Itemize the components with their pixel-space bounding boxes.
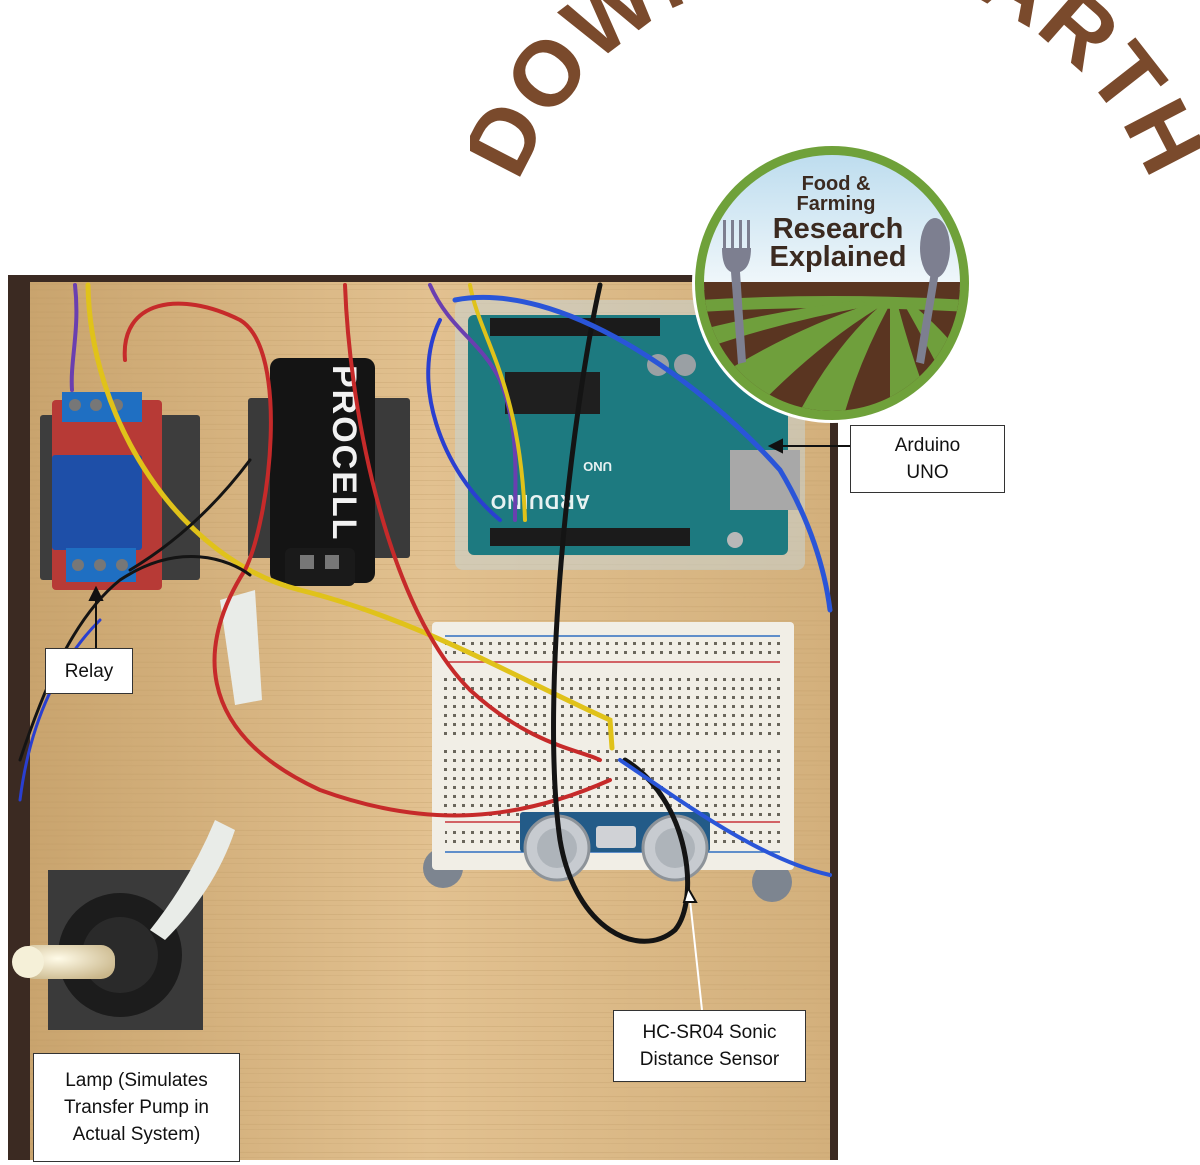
arduino-callout-line-2: UNO [906, 462, 949, 483]
down-to-earth-logo: DOWN TO EARTH Food & Farming [470, 0, 1200, 423]
sensor-callout-line-1: HC-SR04 Sonic [642, 1022, 777, 1043]
battery-brand-text: PROCELL [325, 365, 363, 541]
lamp-callout-line-1: Lamp (Simulates [65, 1070, 208, 1091]
spoon-icon [916, 218, 950, 364]
breadboard [423, 622, 794, 902]
sensor-callout: HC-SR04 Sonic Distance Sensor [613, 1010, 806, 1082]
logo-line-4: Explained [770, 241, 907, 273]
logo-badge: Food & Farming Research Explained [692, 143, 972, 423]
arduino-model-text: UNO [583, 459, 612, 474]
callout-arrows [88, 438, 850, 1011]
lamp-callout: Lamp (Simulates Transfer Pump in Actual … [33, 1053, 240, 1162]
fork-icon [722, 220, 751, 364]
relay-callout: Relay [45, 648, 133, 694]
arduino-label-text: ARDUINO [490, 490, 590, 512]
lamp-callout-line-2: Transfer Pump in [63, 1097, 209, 1118]
arduino-callout-line-1: Arduino [894, 435, 961, 456]
relay-callout-line-1: Relay [64, 660, 114, 682]
logo-line-3: Research [773, 213, 904, 245]
logo-line-1: Food & [802, 173, 871, 195]
lamp [12, 590, 262, 1030]
arduino-callout: Arduino UNO [850, 425, 1005, 493]
battery: PROCELL [248, 358, 410, 586]
logo-line-2: Farming [797, 193, 876, 215]
wires [18, 282, 833, 944]
sensor-callout-line-2: Distance Sensor [639, 1049, 780, 1070]
relay-module [40, 392, 200, 590]
hc-sr04-sensor [520, 812, 710, 882]
lamp-callout-line-3: Actual System) [72, 1124, 201, 1145]
